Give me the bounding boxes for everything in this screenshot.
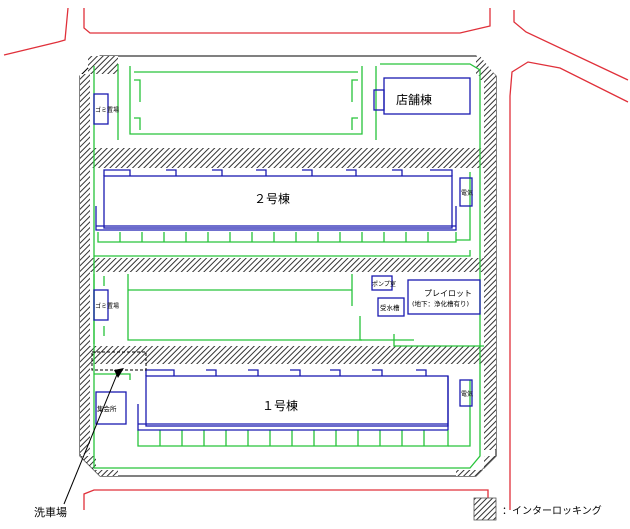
roads: [3, 7, 629, 510]
play-lot-note: (地下：浄化槽有り): [412, 299, 469, 308]
meeting-hall-label: 集会所: [97, 404, 117, 413]
water-tank: [377, 297, 405, 317]
pump-room-label: ポンプ室: [372, 280, 396, 288]
pump-room: [371, 275, 393, 291]
garbage-area-mid: [93, 289, 109, 321]
shop-label: 店舗棟: [396, 92, 432, 107]
garbage-area-top: [93, 93, 109, 125]
electric-room-bottom: [459, 379, 473, 407]
meeting-hall: [95, 391, 127, 425]
play-lot-label: プレイロット: [424, 289, 472, 298]
garbage-mid-label: ゴミ置場: [95, 302, 119, 310]
building-2-label: ２号棟: [254, 191, 290, 206]
play-lot: [407, 279, 481, 315]
legend-label: ：インターロッキング: [502, 504, 602, 517]
building-2: [95, 169, 457, 231]
legend-swatch: [474, 498, 496, 520]
car-wash-arrowhead: [114, 368, 124, 378]
electric-bottom-label: 電気: [461, 390, 473, 398]
electric-room-top: [459, 177, 473, 207]
labels: 店舗棟 ２号棟 １号棟 プレイロット (地下：浄化槽有り) ゴミ置場 ゴミ置場 …: [34, 92, 602, 519]
car-wash-label: 洗車場: [34, 505, 67, 519]
walkways: [93, 63, 484, 469]
car-wash-leader: [63, 371, 119, 505]
interlocking-paving: [80, 56, 496, 476]
water-tank-label: 受水槽: [380, 303, 400, 312]
garbage-top-label: ゴミ置場: [95, 106, 119, 114]
electric-top-label: 電気: [461, 189, 473, 197]
building-1: [137, 369, 449, 431]
car-wash-area: [91, 351, 147, 371]
building-1-label: １号棟: [262, 398, 298, 413]
buildings: [93, 77, 481, 431]
